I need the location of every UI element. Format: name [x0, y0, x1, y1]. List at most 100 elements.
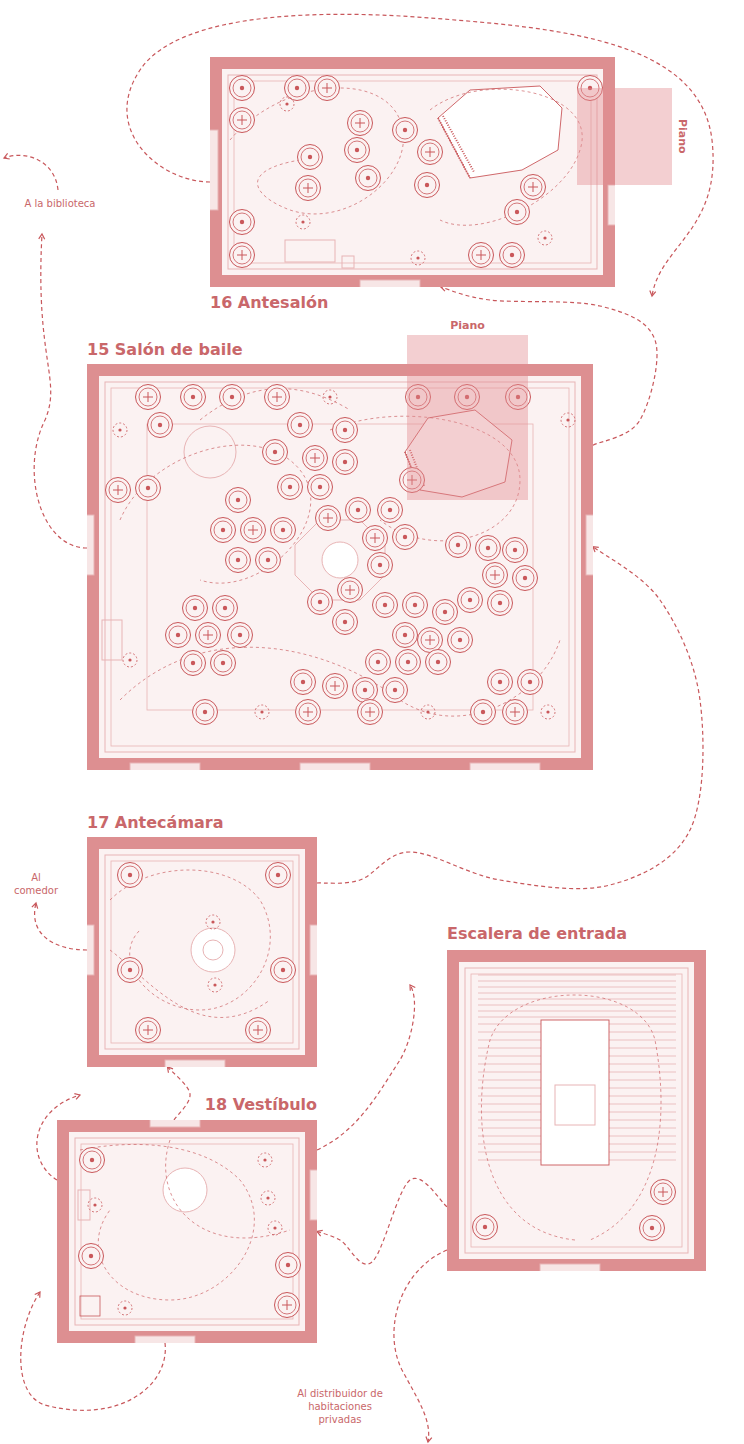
table-symbol — [523, 576, 527, 580]
table-symbol — [650, 1226, 654, 1230]
table-symbol — [230, 210, 255, 235]
table-symbol — [199, 626, 217, 644]
table-symbol — [643, 1219, 661, 1237]
table-symbol — [418, 628, 443, 653]
table-symbol — [651, 1180, 676, 1205]
table-symbol — [303, 183, 313, 193]
furniture — [102, 620, 122, 660]
chair-symbol — [268, 1221, 282, 1235]
table-symbol — [336, 421, 354, 439]
floor-pattern — [81, 1144, 293, 1319]
table-symbol — [361, 703, 379, 721]
table-symbol — [425, 147, 435, 157]
door-opening — [130, 763, 200, 770]
table-symbol — [240, 86, 244, 90]
table-symbol — [83, 1151, 101, 1169]
stair-step — [609, 1088, 676, 1089]
table-symbol — [268, 388, 286, 406]
table-symbol — [109, 481, 127, 499]
table-symbol — [275, 1293, 300, 1318]
table-symbol — [266, 443, 284, 461]
table-symbol — [310, 453, 320, 463]
door-opening — [150, 1120, 200, 1127]
table-symbol — [366, 529, 384, 547]
table-symbol — [128, 873, 132, 877]
table-symbol — [449, 536, 467, 554]
table-symbol — [363, 526, 388, 551]
room-title: 18 Vestíbulo — [205, 1097, 317, 1113]
table-symbol — [473, 1215, 498, 1240]
table-symbol — [203, 710, 207, 714]
table-symbol — [233, 246, 251, 264]
room-wall — [57, 1120, 317, 1343]
table-symbol — [378, 498, 403, 523]
chair-symbol — [123, 1306, 126, 1309]
table-symbol — [296, 700, 321, 725]
flow-path — [35, 903, 87, 950]
table-symbol — [472, 246, 490, 264]
table-symbol — [498, 680, 502, 684]
table-symbol — [403, 128, 407, 132]
table-symbol — [343, 620, 347, 624]
furniture — [80, 1296, 100, 1316]
chair-symbol — [541, 705, 555, 719]
floor-pattern — [465, 968, 688, 1253]
table-symbol — [223, 388, 241, 406]
direction-note: Al distribuidor de habitaciones privadas — [288, 1387, 392, 1426]
table-symbol — [346, 498, 371, 523]
table-symbol — [278, 1296, 296, 1314]
table-symbol — [319, 509, 337, 527]
stair-step — [478, 1017, 676, 1018]
table-symbol — [505, 200, 530, 225]
table-symbol — [79, 1244, 104, 1269]
table-symbol — [415, 173, 440, 198]
flow-loops — [80, 1140, 290, 1300]
room-title: 15 Salón de baile — [87, 342, 243, 358]
stair-step — [609, 1120, 676, 1121]
table-symbol — [301, 148, 319, 166]
room-floor — [99, 849, 305, 1055]
tables — [230, 76, 603, 268]
door-opening — [586, 515, 593, 575]
table-symbol — [448, 628, 473, 653]
flow-loops — [230, 88, 582, 225]
floor-pattern — [228, 75, 597, 269]
table-symbol — [230, 76, 255, 101]
table-symbol — [236, 498, 240, 502]
table-symbol — [288, 485, 292, 489]
table-symbol — [436, 603, 454, 621]
chair-symbol — [421, 705, 435, 719]
table-symbol — [143, 1025, 153, 1035]
table-symbol — [118, 863, 143, 888]
table-symbol — [461, 591, 479, 609]
flow-connector — [317, 1178, 447, 1264]
table-symbol — [241, 518, 266, 543]
table-symbol — [486, 546, 490, 550]
table-symbol — [506, 703, 524, 721]
table-symbol — [469, 243, 494, 268]
table-symbol — [121, 961, 139, 979]
table-symbol — [265, 385, 290, 410]
table-symbol — [425, 635, 435, 645]
flow-path — [4, 155, 58, 190]
furniture — [342, 256, 354, 268]
table-symbol — [90, 1158, 94, 1162]
flow-connector — [317, 547, 703, 889]
table-symbol — [299, 703, 317, 721]
stair-step — [478, 1128, 541, 1129]
table-symbol — [186, 599, 204, 617]
table-symbol — [271, 958, 296, 983]
table-symbol — [151, 416, 169, 434]
table-symbol — [220, 385, 245, 410]
table-symbol — [273, 450, 277, 454]
chair-symbol — [93, 1203, 96, 1206]
table-symbol — [403, 633, 407, 637]
table-symbol — [306, 449, 324, 467]
table-symbol — [216, 599, 234, 617]
table-symbol — [366, 176, 370, 180]
table-symbol — [355, 118, 365, 128]
chair-symbol — [118, 428, 121, 431]
table-symbol — [483, 1225, 487, 1229]
table-symbol — [359, 169, 377, 187]
furniture — [285, 240, 335, 262]
